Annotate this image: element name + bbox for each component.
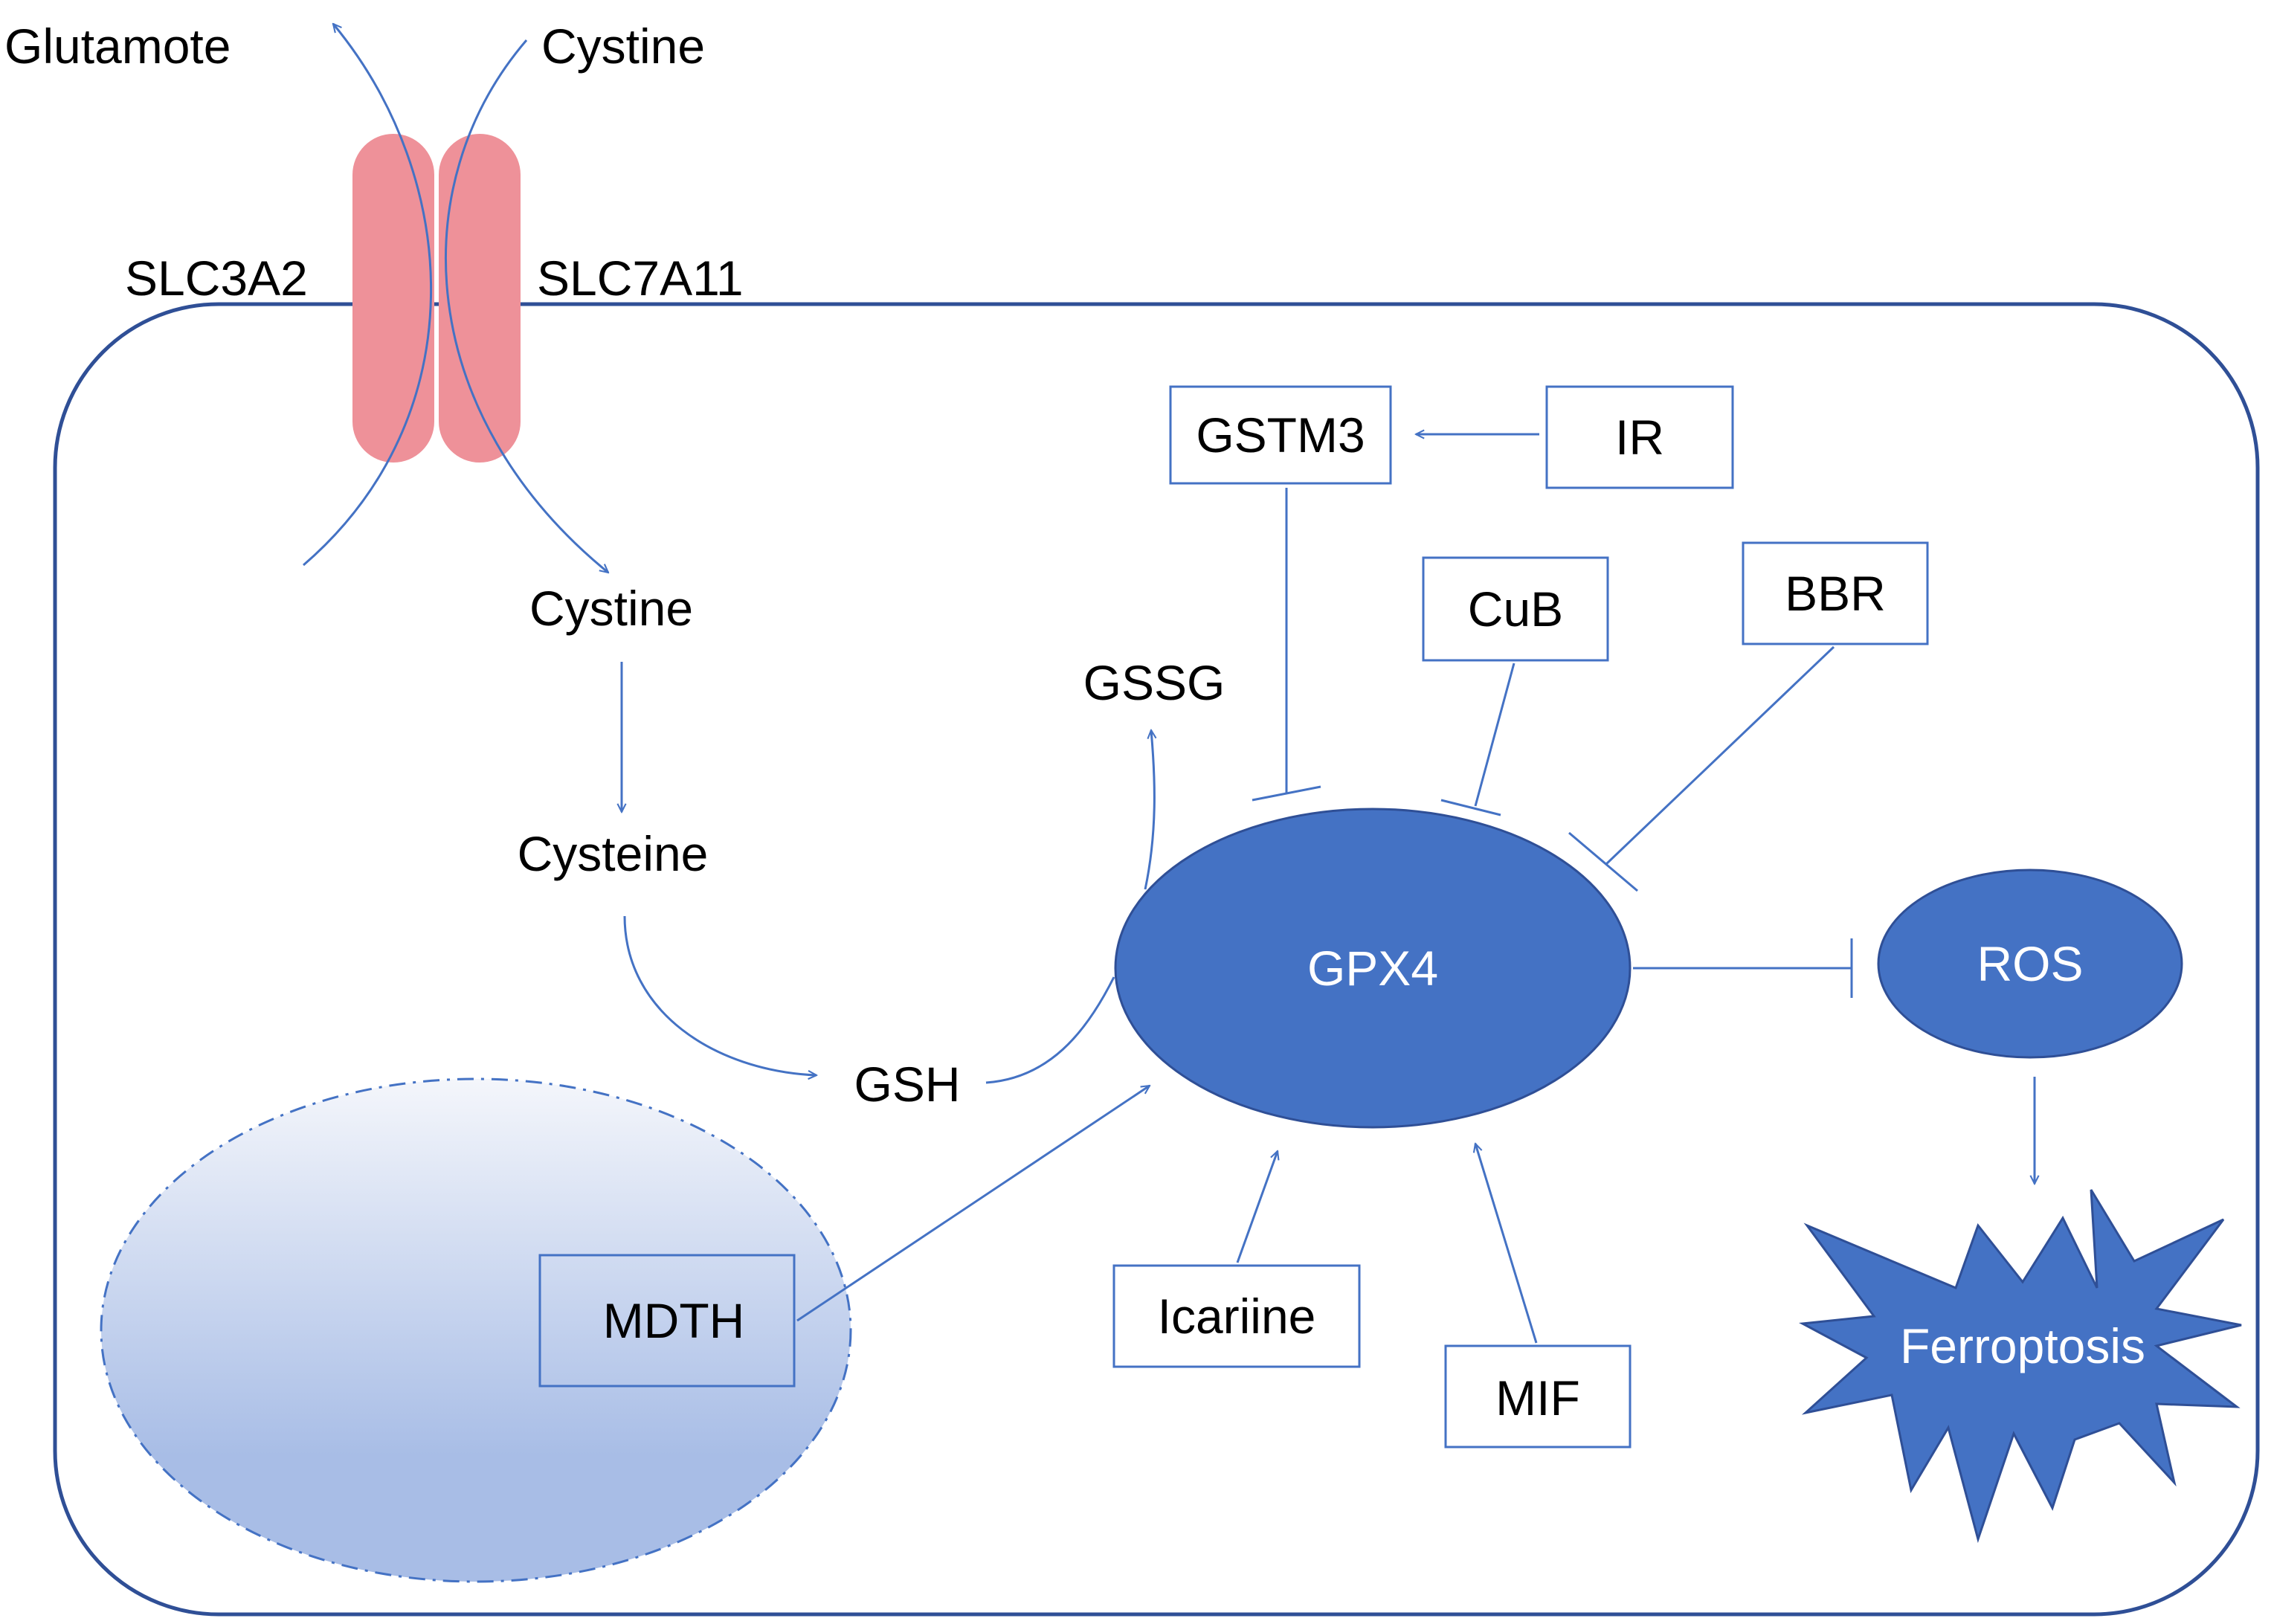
slc7a11-subunit (439, 134, 521, 463)
slc3a2-subunit (352, 134, 434, 463)
ros-label: ROS (1977, 936, 2083, 991)
mif-activates-gpx4-arrow (1475, 1144, 1538, 1344)
mif-box (1444, 1344, 1632, 1449)
bbr-label: BBR (1785, 566, 1886, 621)
cysteine-to-gsh-arrow (623, 915, 816, 1075)
cub-inhibits-gpx4-bar (1440, 799, 1501, 816)
glutamate-label: Glutamote (4, 19, 231, 74)
bbr-inhibits-gpx4-line (1605, 645, 1835, 866)
nucleus (100, 1077, 852, 1583)
ir-label: IR (1615, 410, 1664, 465)
cystine-extracellular-label: Cystine (541, 19, 705, 74)
glutamate-export-arrow (303, 24, 432, 567)
icariine-box (1112, 1264, 1361, 1368)
cub-box (1422, 556, 1609, 662)
mdth-box (538, 1254, 796, 1388)
gstm3-label: GSTM3 (1196, 407, 1365, 463)
slc3a2-label: SLC3A2 (125, 251, 308, 306)
mdth-label: MDTH (603, 1293, 745, 1348)
icariine-activates-gpx4-arrow (1236, 1151, 1278, 1263)
gssg-label: GSSG (1083, 655, 1225, 710)
bbr-inhibits-gpx4-bar (1568, 831, 1638, 892)
bbr-box (1742, 541, 1929, 645)
cell-membrane (53, 302, 2260, 1617)
gsh-to-gpx4-connector (985, 976, 1115, 1084)
cystine-intracellular-label: Cystine (529, 581, 693, 636)
gpx4-label: GPX4 (1307, 941, 1438, 996)
ir-box (1545, 385, 1734, 489)
icariine-label: Icariine (1158, 1289, 1316, 1344)
mdth-activates-gpx4-arrow (796, 1086, 1150, 1322)
slc7a11-label: SLC7A11 (537, 251, 744, 306)
ros-node (1877, 869, 2183, 1059)
cub-label: CuB (1468, 581, 1563, 637)
mif-label: MIF (1495, 1370, 1580, 1425)
cystine-import-arrow (445, 39, 608, 573)
cysteine-label: Cysteine (518, 826, 709, 881)
ferroptosis-star (1798, 1189, 2242, 1544)
gstm3-inhibits-gpx4-bar (1252, 785, 1321, 802)
gpx4-node (1114, 808, 1632, 1129)
cub-inhibits-gpx4-line (1474, 663, 1516, 807)
gsh-label: GSH (854, 1057, 960, 1112)
gpx4-to-gssg-arrow (1144, 730, 1154, 890)
ferroptosis-label: Ferroptosis (1900, 1318, 2145, 1373)
gstm3-box (1169, 385, 1392, 485)
